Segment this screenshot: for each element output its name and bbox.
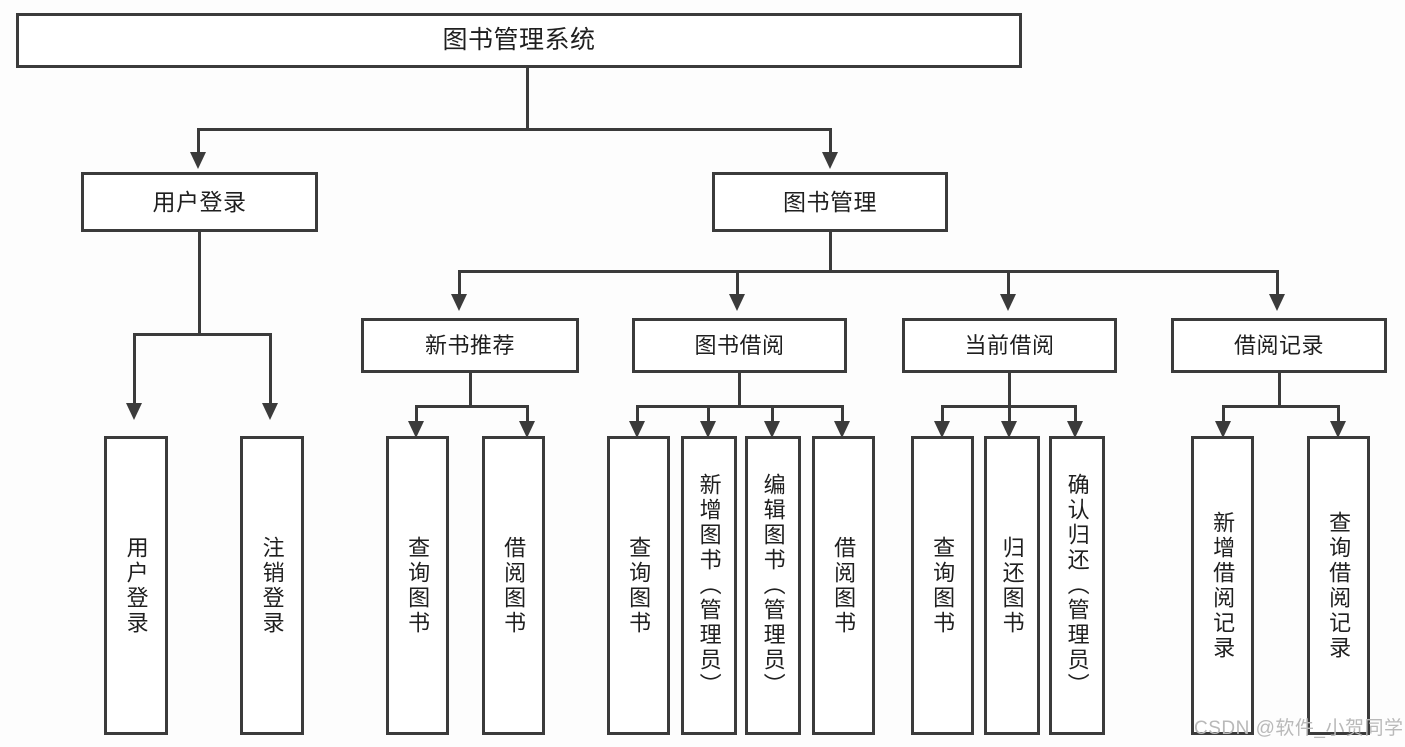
edge-user-login-bar (133, 333, 271, 336)
edge-borrow-record-child-2 (1337, 405, 1340, 425)
edge-root-bar (197, 128, 832, 131)
arrow-new-book-child-1 (408, 421, 424, 438)
leaf-current-query-book[interactable]: 查询图书 (911, 436, 974, 735)
watermark-text: CSDN @软件_小贺同学 (1194, 718, 1404, 739)
leaf-current-confirm-return-admin[interactable]: 确认归还（管理员） (1049, 436, 1105, 735)
edge-current-borrow-child-3 (1074, 405, 1077, 425)
arrow-user-login-child-1 (126, 403, 142, 420)
edge-new-book-child-2 (526, 405, 529, 425)
node-book-borrow[interactable]: 图书借阅 (632, 318, 847, 373)
edge-book-borrow-child-2 (707, 405, 710, 425)
leaf-borrow-query-book[interactable]: 查询图书 (607, 436, 670, 735)
edge-book-borrow-child-3 (771, 405, 774, 425)
edge-root-to-user-login (197, 128, 200, 154)
arrow-user-login-child-2 (262, 403, 278, 420)
edge-current-borrow-drop (1008, 373, 1011, 408)
node-label: 查询图书 (930, 535, 956, 636)
node-label: 查询图书 (405, 535, 431, 636)
edge-book-borrow-child-4 (841, 405, 844, 425)
leaf-recommend-borrow-book[interactable]: 借阅图书 (482, 436, 545, 735)
node-user-login[interactable]: 用户登录 (81, 172, 318, 232)
leaf-record-query-record[interactable]: 查询借阅记录 (1307, 436, 1370, 735)
node-label: 新增图书（管理员） (696, 473, 722, 698)
node-label: 图书管理系统 (442, 26, 596, 55)
edge-book-borrow-drop (738, 373, 741, 408)
arrow-new-book-child-2 (519, 421, 535, 438)
node-label: 借阅图书 (831, 535, 857, 636)
leaf-borrow-add-book-admin[interactable]: 新增图书（管理员） (681, 436, 737, 735)
arrow-current-borrow-child-2 (1001, 421, 1017, 438)
edge-current-borrow-child-2 (1008, 405, 1011, 425)
node-label: 用户登录 (123, 535, 149, 636)
edge-new-book-bar (415, 405, 529, 408)
edge-book-manage-drop (829, 232, 832, 272)
node-label: 注销登录 (259, 535, 285, 636)
node-borrow-record[interactable]: 借阅记录 (1171, 318, 1387, 373)
node-label: 新增借阅记录 (1210, 510, 1236, 661)
node-label: 查询图书 (626, 535, 652, 636)
arrow-current-borrow-child-1 (934, 421, 950, 438)
arrow-to-borrow-record (1269, 294, 1285, 311)
leaf-logout[interactable]: 注销登录 (240, 436, 304, 735)
edge-borrow-record-bar (1222, 405, 1340, 408)
arrow-current-borrow-child-3 (1067, 421, 1083, 438)
arrow-book-borrow-child-2 (700, 421, 716, 438)
edge-book-manage-bar (458, 270, 1279, 273)
edge-to-book-borrow (736, 270, 739, 296)
edge-new-book-child-1 (415, 405, 418, 425)
node-current-borrow[interactable]: 当前借阅 (902, 318, 1117, 373)
leaf-borrow-borrow-book[interactable]: 借阅图书 (812, 436, 875, 735)
edge-book-borrow-bar (636, 405, 844, 408)
node-new-book-recommend[interactable]: 新书推荐 (361, 318, 579, 373)
arrow-borrow-record-child-1 (1215, 421, 1231, 438)
arrow-to-current-borrow (1000, 294, 1016, 311)
edge-user-login-child-2 (269, 333, 272, 405)
leaf-record-add-record[interactable]: 新增借阅记录 (1191, 436, 1254, 735)
edge-to-borrow-record (1276, 270, 1279, 296)
arrow-book-borrow-child-3 (764, 421, 780, 438)
node-label: 图书借阅 (694, 332, 785, 358)
arrow-root-to-book-manage (822, 152, 838, 169)
node-label: 图书管理 (783, 188, 877, 215)
leaf-borrow-edit-book-admin[interactable]: 编辑图书（管理员） (745, 436, 801, 735)
edge-current-borrow-child-1 (941, 405, 944, 425)
leaf-user-login[interactable]: 用户登录 (104, 436, 168, 735)
node-root-system[interactable]: 图书管理系统 (16, 13, 1022, 68)
node-label: 当前借阅 (964, 332, 1055, 358)
arrow-root-to-user-login (190, 152, 206, 169)
edge-new-book-drop (469, 373, 472, 408)
edge-to-new-book (458, 270, 461, 296)
leaf-current-return-book[interactable]: 归还图书 (984, 436, 1040, 735)
edge-root-drop (526, 68, 529, 130)
arrow-to-book-borrow (729, 294, 745, 311)
leaf-recommend-query-book[interactable]: 查询图书 (386, 436, 449, 735)
arrow-to-new-book (451, 294, 467, 311)
edge-book-borrow-child-1 (636, 405, 639, 425)
edge-user-login-drop (198, 232, 201, 335)
node-label: 归还图书 (999, 535, 1025, 636)
node-label: 借阅记录 (1233, 332, 1324, 358)
arrow-borrow-record-child-2 (1330, 421, 1346, 438)
edge-borrow-record-child-1 (1222, 405, 1225, 425)
node-label: 借阅图书 (501, 535, 527, 636)
edge-borrow-record-drop (1278, 373, 1281, 408)
node-label: 新书推荐 (424, 332, 515, 358)
node-label: 用户登录 (152, 188, 247, 215)
node-label: 查询借阅记录 (1326, 510, 1352, 661)
edge-user-login-child-1 (133, 333, 136, 405)
node-label: 编辑图书（管理员） (760, 473, 786, 698)
edge-root-to-book-manage (829, 128, 832, 154)
edge-to-current-borrow (1007, 270, 1010, 296)
node-book-manage[interactable]: 图书管理 (712, 172, 948, 232)
arrow-book-borrow-child-4 (834, 421, 850, 438)
arrow-book-borrow-child-1 (629, 421, 645, 438)
node-label: 确认归还（管理员） (1064, 473, 1090, 698)
